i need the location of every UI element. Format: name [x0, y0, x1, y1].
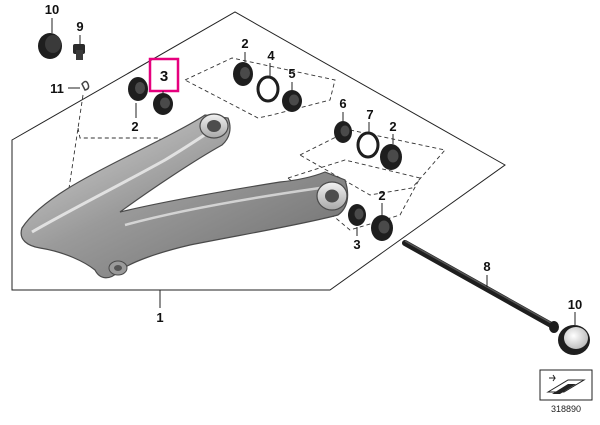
label-2-lower: 2	[378, 188, 385, 203]
label-5: 5	[288, 66, 295, 81]
cap-10-bottom	[558, 325, 590, 355]
bushing-5	[282, 90, 302, 112]
label-3-lower: 3	[353, 237, 360, 252]
label-11: 11	[50, 81, 64, 96]
label-7: 7	[366, 107, 373, 122]
label-4: 4	[267, 48, 275, 63]
dashed-box-lower	[287, 159, 421, 231]
seal-2-right	[380, 144, 402, 170]
label-3-highlight: 3	[160, 68, 168, 85]
diagram-code: 318890	[551, 404, 581, 414]
label-2-upper: 2	[241, 36, 248, 51]
axle-8	[402, 240, 559, 333]
assembly-frame	[11, 11, 506, 291]
dashed-box-upper	[183, 57, 336, 119]
label-2-right: 2	[389, 119, 396, 134]
bushing-6	[334, 121, 352, 143]
bushing-3-upper	[153, 93, 173, 115]
control-arm	[20, 113, 349, 279]
cap-10-top	[38, 33, 62, 59]
bolt-9	[73, 44, 85, 60]
label-9: 9	[76, 19, 83, 34]
ring-4	[256, 75, 280, 103]
highlight-box	[148, 57, 180, 93]
seal-2-upper	[233, 62, 253, 86]
dashed-box-right	[299, 129, 446, 196]
seal-2-left	[128, 77, 148, 101]
label-10-bottom: 10	[568, 297, 582, 312]
bushing-3-lower	[348, 204, 366, 226]
ring-7	[356, 131, 380, 159]
label-2-left: 2	[131, 119, 138, 134]
label-1: 1	[156, 310, 163, 325]
label-6: 6	[339, 96, 346, 111]
clip-11	[81, 80, 90, 91]
arrow-plate-icon	[539, 369, 593, 401]
seal-2-lower	[371, 215, 393, 241]
label-10-top: 10	[45, 2, 59, 17]
label-8: 8	[483, 259, 490, 274]
